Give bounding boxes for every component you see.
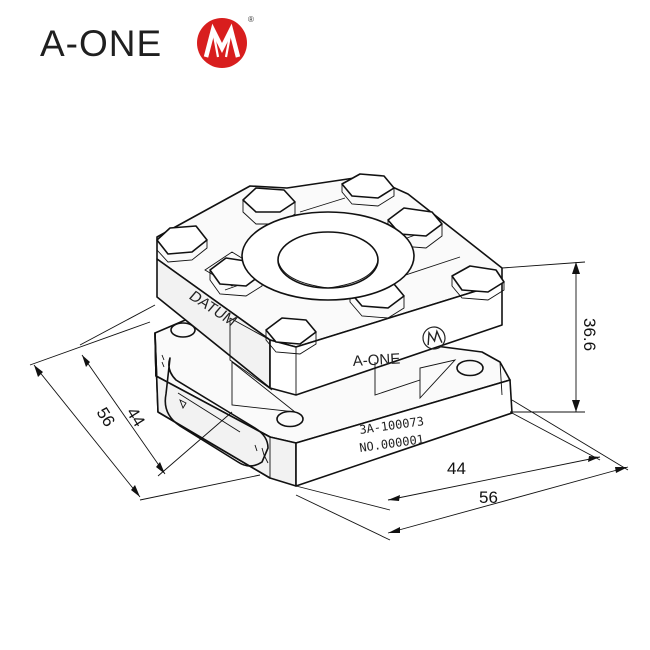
pad-top-right — [341, 173, 395, 207]
dim-height: 36.6 — [580, 318, 599, 351]
dim-bottom-44: 44 — [447, 459, 466, 478]
dim-left-56: 56 — [93, 404, 119, 430]
dim-left-44: 44 — [123, 404, 149, 430]
top-features — [156, 173, 505, 355]
dim-bottom-56: 56 — [479, 488, 498, 507]
dimension-lines — [29, 261, 629, 541]
brand-wordmark: A-ONE — [40, 23, 162, 64]
engraved-brand: A-ONE — [352, 351, 400, 370]
registered-mark: ® — [248, 15, 254, 24]
pad-left — [156, 225, 208, 263]
brand-header: A-ONE ® — [40, 15, 254, 68]
engraved-logo-icon — [422, 326, 446, 350]
pad-front-right — [451, 265, 505, 301]
brand-logo-icon — [197, 18, 247, 68]
center-bore — [241, 211, 415, 301]
pad-front — [265, 317, 317, 355]
